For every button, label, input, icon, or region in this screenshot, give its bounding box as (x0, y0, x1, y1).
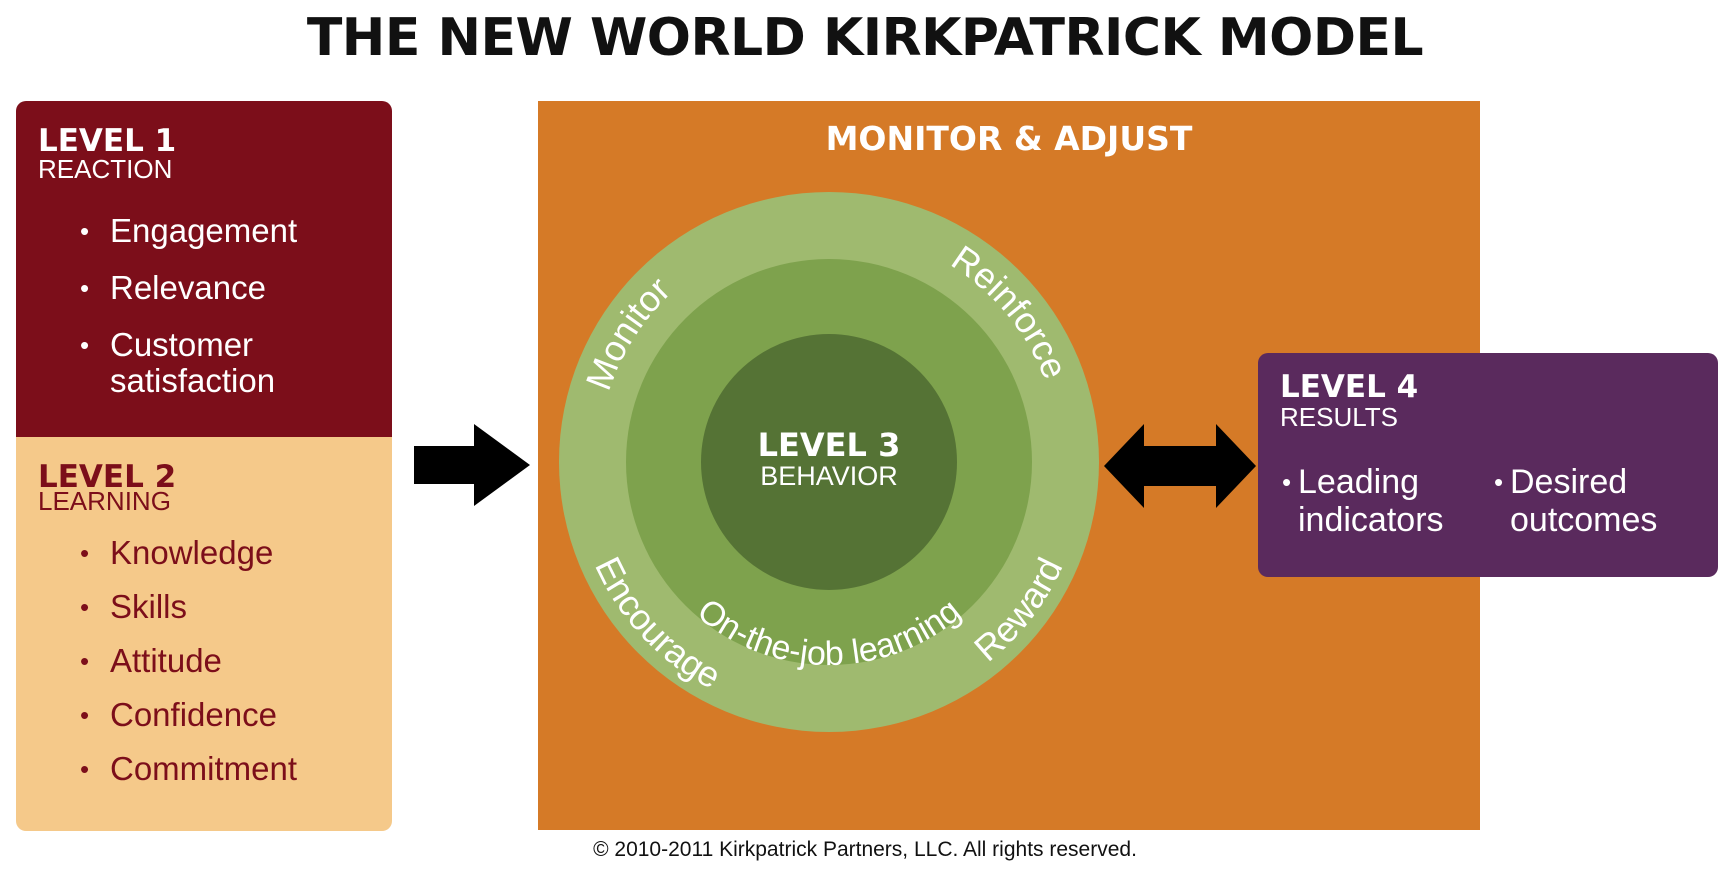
copyright-footer: © 2010-2011 Kirkpatrick Partners, LLC. A… (593, 838, 1137, 861)
list-item: • Desired outcomes (1494, 463, 1658, 539)
level2-subtitle: LEARNING (38, 486, 171, 516)
bullet-icon: • (80, 592, 90, 622)
list-item: •Customer (80, 326, 254, 363)
behavior-circle-diagram: Monitor Reinforce Encourage Reward On-th… (559, 192, 1099, 732)
level4-box: LEVEL 4 RESULTS • Leading indicators • D… (1258, 353, 1718, 577)
level4-title: LEVEL 4 (1280, 369, 1419, 405)
level1-box: LEVEL 1 REACTION •Engagement •Relevance … (16, 101, 392, 437)
list-item: •Engagement (80, 212, 298, 249)
level1-list: •Engagement •Relevance •Customer satisfa… (68, 213, 297, 420)
list-item: •Confidence (80, 696, 277, 733)
level4-subtitle: RESULTS (1280, 402, 1398, 432)
list-item-continuation: satisfaction (110, 362, 276, 399)
level2-box: LEVEL 2 LEARNING •Knowledge •Skills •Att… (16, 437, 392, 831)
level1-title: LEVEL 1 (38, 123, 177, 159)
bullet-icon: • (80, 700, 90, 730)
level2-list: •Knowledge •Skills •Attitude •Confidence… (68, 535, 297, 805)
level3-subtitle: BEHAVIOR (760, 461, 898, 491)
list-item: •Attitude (80, 642, 222, 679)
level3-title: LEVEL 3 (757, 426, 901, 464)
bullet-icon: • (1494, 467, 1504, 497)
list-item: •Commitment (80, 750, 298, 787)
level1-subtitle: REACTION (38, 154, 173, 184)
list-item: •Relevance (80, 269, 266, 306)
bullet-icon: • (80, 216, 90, 246)
bullet-icon: • (80, 754, 90, 784)
double-arrow-icon (1104, 424, 1256, 508)
bullet-icon: • (1282, 467, 1292, 497)
list-item: • Leading indicators (1282, 463, 1444, 539)
bullet-icon: • (80, 330, 90, 360)
right-arrow-icon (414, 424, 530, 506)
bullet-icon: • (80, 538, 90, 568)
level3-label: LEVEL 3 BEHAVIOR (700, 428, 958, 490)
bullet-icon: • (80, 646, 90, 676)
bullet-icon: • (80, 273, 90, 303)
inner-circle (701, 334, 957, 590)
list-item: •Skills (80, 588, 188, 625)
list-item: •Knowledge (80, 534, 274, 571)
page-title: THE NEW WORLD KIRKPATRICK MODEL (306, 8, 1424, 68)
panel-label: MONITOR & ADJUST (825, 119, 1193, 158)
level2-title: LEVEL 2 (38, 459, 177, 495)
